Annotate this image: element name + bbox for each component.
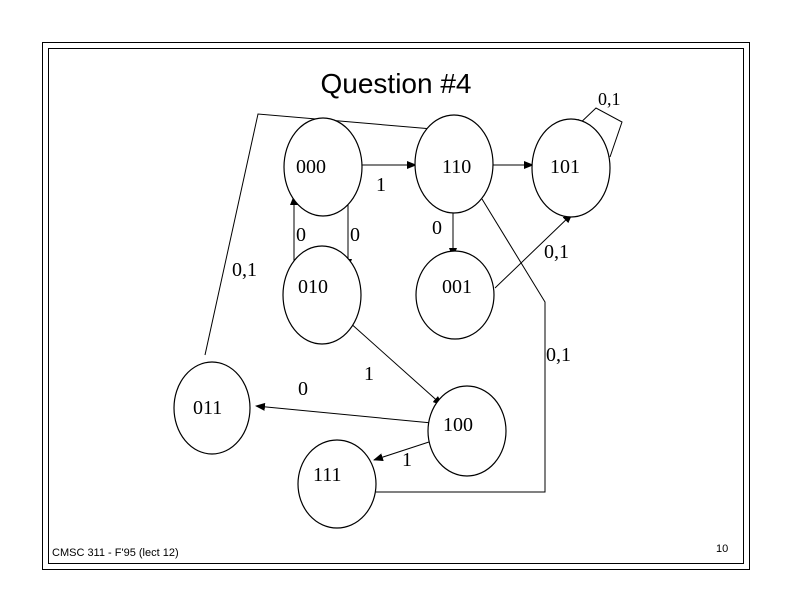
state-101-label: 101 <box>550 156 580 178</box>
edge-011-to-110 <box>204 113 445 356</box>
state-000: 000 <box>283 117 363 217</box>
slide-title: Question #4 <box>320 68 472 99</box>
state-001-label: 001 <box>442 276 472 298</box>
page-number: 10 <box>716 543 729 555</box>
state-111: 111 <box>297 439 377 529</box>
state-110-label: 110 <box>442 156 471 178</box>
state-000-label: 000 <box>296 156 326 178</box>
state-011-label: 011 <box>193 397 222 419</box>
edge-001-to-101 <box>494 213 573 289</box>
slide-frame-outer <box>42 42 750 570</box>
edge-101-self-loop <box>574 107 623 158</box>
edge-100-to-111 <box>373 440 433 461</box>
edge-label-111-110: 0,1 <box>546 344 571 366</box>
state-110: 110 <box>414 114 494 214</box>
edge-label-010-100: 1 <box>364 363 374 385</box>
edge-010-to-100 <box>347 320 443 406</box>
edge-label-010-000: 0 <box>296 224 306 246</box>
state-100-label: 100 <box>443 414 473 436</box>
state-100: 100 <box>427 385 507 477</box>
edge-label-000-110: 1 <box>376 174 386 196</box>
edge-label-100-011: 0 <box>298 378 308 400</box>
edge-label-011-110: 0,1 <box>232 259 257 281</box>
edge-label-101-self: 0,1 <box>598 89 621 109</box>
edge-100-to-011 <box>255 402 433 424</box>
footer-course-label: CMSC 311 - F'95 (lect 12) <box>52 547 179 559</box>
edge-label-001-101: 0,1 <box>544 241 569 263</box>
edge-label-000-010: 0 <box>350 224 360 246</box>
state-010: 010 <box>282 245 362 345</box>
state-010-label: 010 <box>298 276 328 298</box>
slide-frame-inner <box>48 48 744 564</box>
edge-label-100-111: 1 <box>402 449 412 471</box>
edge-label-110-001: 0 <box>432 217 442 239</box>
state-011: 011 <box>173 361 251 455</box>
state-001: 001 <box>415 250 495 340</box>
edge-111-to-110 <box>376 198 546 493</box>
state-101: 101 <box>531 118 611 218</box>
state-111-label: 111 <box>313 464 342 486</box>
